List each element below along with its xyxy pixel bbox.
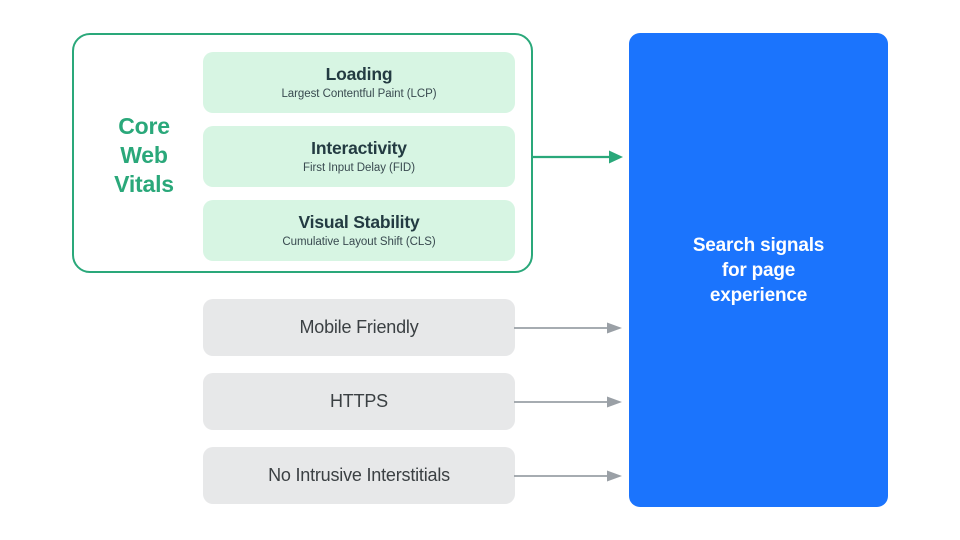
vital-card-interactivity[interactable]: Interactivity First Input Delay (FID) xyxy=(203,126,515,187)
vital-subtitle: Cumulative Layout Shift (CLS) xyxy=(282,235,436,248)
signal-label: No Intrusive Interstitials xyxy=(268,465,450,485)
search-signals-line-3: experience xyxy=(709,284,808,306)
core-web-vitals-label-line-1: Core xyxy=(118,113,170,139)
core-web-vitals-label: Core Web Vitals xyxy=(96,112,192,199)
vital-title: Loading xyxy=(325,63,393,84)
core-web-vitals-label-line-3: Vitals xyxy=(114,171,174,197)
signal-label: HTTPS xyxy=(329,391,388,411)
vital-title: Visual Stability xyxy=(298,211,420,232)
vital-card-loading[interactable]: Loading Largest Contentful Paint (LCP) xyxy=(203,52,515,113)
core-web-vitals-group xyxy=(72,33,533,273)
signal-card-https[interactable]: HTTPS xyxy=(203,373,515,430)
vital-title: Interactivity xyxy=(311,137,407,158)
signal-label: Mobile Friendly xyxy=(299,317,419,337)
arrow-mobile-friendly-to-destination xyxy=(514,322,622,334)
arrow-core-web-vitals-to-destination xyxy=(532,150,623,164)
search-signals-title: Search signals for page experience xyxy=(649,233,869,308)
signal-card-no-intrusive-interstitials[interactable]: No Intrusive Interstitials xyxy=(203,447,515,504)
vital-subtitle: Largest Contentful Paint (LCP) xyxy=(281,87,437,100)
search-signals-line-2: for page xyxy=(721,259,796,281)
arrow-no-intrusive-interstitials-to-destination xyxy=(514,470,622,482)
vital-subtitle: First Input Delay (FID) xyxy=(303,161,415,174)
search-signals-panel[interactable]: Search signals for page experience xyxy=(629,33,888,507)
vital-card-visual-stability[interactable]: Visual Stability Cumulative Layout Shift… xyxy=(203,200,515,261)
signal-card-mobile-friendly[interactable]: Mobile Friendly xyxy=(203,299,515,356)
core-web-vitals-label-line-2: Web xyxy=(120,142,168,168)
search-signals-line-1: Search signals xyxy=(692,234,825,256)
arrow-https-to-destination xyxy=(514,396,622,408)
